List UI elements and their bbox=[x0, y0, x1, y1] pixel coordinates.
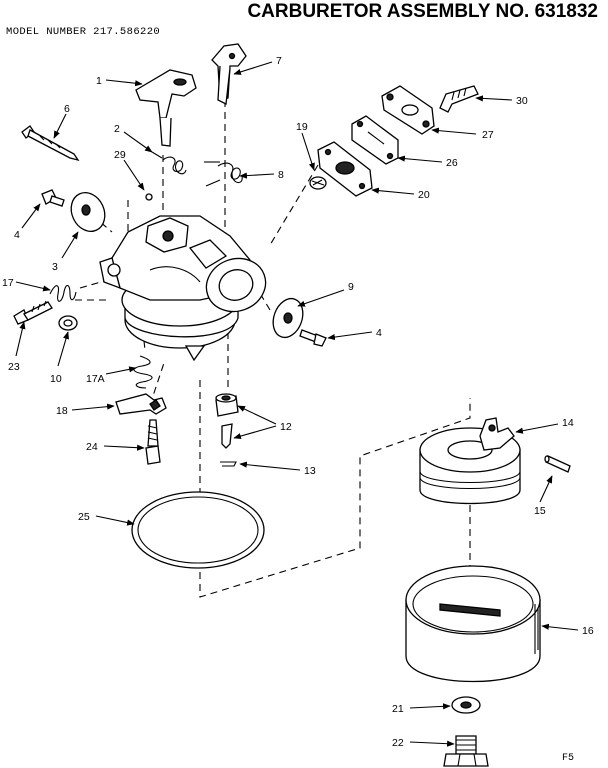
part-2-spring bbox=[151, 151, 187, 175]
part-25-gasket-ring bbox=[131, 491, 265, 569]
callout-23: 23 bbox=[8, 361, 20, 373]
callout-27: 27 bbox=[482, 129, 494, 141]
carburetor-body bbox=[99, 215, 267, 362]
callout-7: 7 bbox=[276, 55, 282, 67]
callout-10: 10 bbox=[50, 373, 62, 385]
part-24-needle bbox=[145, 419, 161, 465]
part-14-float bbox=[419, 417, 521, 505]
part-6-needle-screw bbox=[21, 125, 80, 162]
callout-1: 1 bbox=[96, 75, 102, 87]
callout-4-right: 4 bbox=[376, 327, 382, 339]
callout-13: 13 bbox=[304, 465, 316, 477]
part-17a-spring bbox=[133, 355, 153, 389]
callout-25: 25 bbox=[78, 511, 90, 523]
diagram-title: CARBURETOR ASSEMBLY NO. 631832 bbox=[247, 1, 598, 22]
page-code: F5 bbox=[562, 753, 574, 764]
callout-4-left: 4 bbox=[14, 229, 20, 241]
callout-21: 21 bbox=[392, 703, 404, 715]
callout-26: 26 bbox=[446, 157, 458, 169]
callout-17a: 17A bbox=[86, 373, 105, 385]
callout-9: 9 bbox=[348, 281, 354, 293]
part-27-pump-cover bbox=[381, 85, 435, 135]
part-26-gasket bbox=[351, 115, 399, 165]
part-3-disc bbox=[70, 192, 106, 232]
callout-8: 8 bbox=[278, 169, 284, 181]
part-19-screen bbox=[309, 176, 327, 190]
callout-20: 20 bbox=[418, 189, 430, 201]
model-number: MODEL NUMBER 217.586220 bbox=[6, 26, 160, 38]
part-15-pin bbox=[544, 455, 571, 473]
callout-19: 19 bbox=[296, 121, 308, 133]
callout-29: 29 bbox=[114, 149, 126, 161]
callout-labels: 1 7 6 30 2 19 27 29 8 26 20 4 3 17 9 4 2… bbox=[2, 55, 594, 749]
part-21-washer bbox=[451, 696, 481, 714]
callout-16: 16 bbox=[582, 625, 594, 637]
callout-22: 22 bbox=[392, 737, 404, 749]
callout-14: 14 bbox=[562, 417, 574, 429]
callout-3: 3 bbox=[52, 261, 58, 273]
callout-6: 6 bbox=[64, 103, 70, 115]
part-7-choke-plate bbox=[211, 43, 247, 105]
part-1-throttle-plate bbox=[135, 69, 197, 147]
part-18-lever bbox=[115, 393, 167, 415]
callout-24: 24 bbox=[86, 441, 98, 453]
callout-15: 15 bbox=[534, 505, 546, 517]
part-30-screw bbox=[439, 85, 479, 113]
part-29-ball bbox=[145, 193, 153, 201]
part-8-spring bbox=[204, 161, 243, 187]
callout-18: 18 bbox=[56, 405, 68, 417]
part-20-diaphragm bbox=[317, 141, 373, 197]
part-17-spring bbox=[49, 284, 77, 302]
callout-17: 17 bbox=[2, 277, 14, 289]
part-12-inlet-needle bbox=[215, 393, 239, 449]
part-23-screw bbox=[13, 300, 53, 325]
callout-arrows bbox=[15, 61, 579, 747]
part-22-bowl-nut bbox=[443, 735, 489, 767]
callout-30: 30 bbox=[516, 95, 528, 107]
part-9-disc bbox=[272, 297, 304, 339]
part-10-oring bbox=[58, 315, 78, 331]
part-4-screw-right bbox=[299, 329, 327, 347]
part-4-screw-left bbox=[41, 189, 65, 207]
part-16-float-bowl bbox=[405, 565, 541, 683]
callout-2: 2 bbox=[114, 123, 120, 135]
callout-12: 12 bbox=[280, 421, 292, 433]
part-13-clip bbox=[220, 461, 237, 467]
